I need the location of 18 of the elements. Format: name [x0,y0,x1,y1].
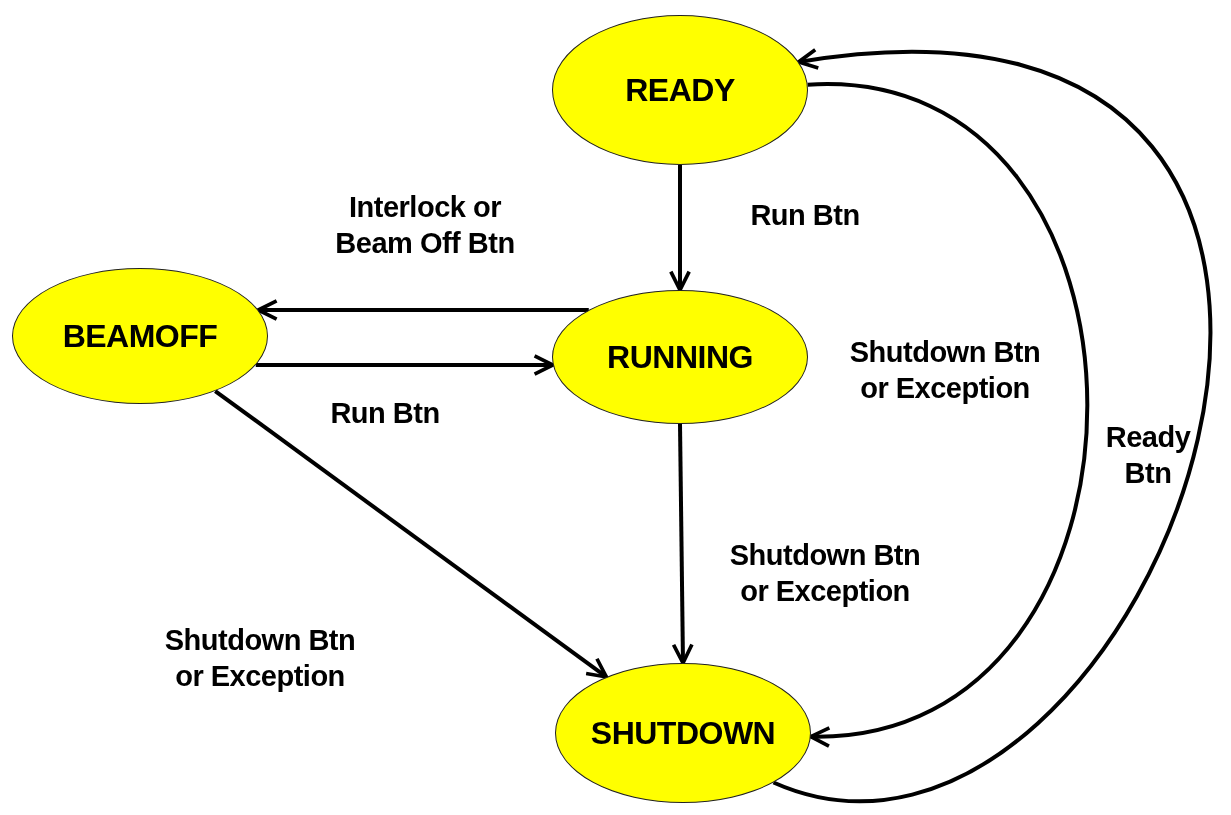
edge-label: Shutdown Btn or Exception [848,334,1042,406]
edge-label: Ready Btn [1104,419,1192,491]
transition-arrow [255,354,555,376]
transition-arrow [214,389,609,679]
transition-arrow [671,423,694,665]
state-name: SHUTDOWN [590,714,776,752]
edge-label: Shutdown Btn or Exception [728,537,922,609]
transition-arrow [773,49,1213,803]
transition-arrow [256,299,589,321]
edge-label: Interlock or Beam Off Btn [334,189,516,261]
transition-arrow [807,82,1090,746]
edge-label: Run Btn [329,395,441,431]
state-name: BEAMOFF [62,317,218,355]
state-name: RUNNING [607,338,753,376]
edge-label: Run Btn [749,197,861,233]
transition-arrow [669,165,691,292]
state-name: READY [625,71,735,109]
edge-label: Shutdown Btn or Exception [163,622,357,694]
